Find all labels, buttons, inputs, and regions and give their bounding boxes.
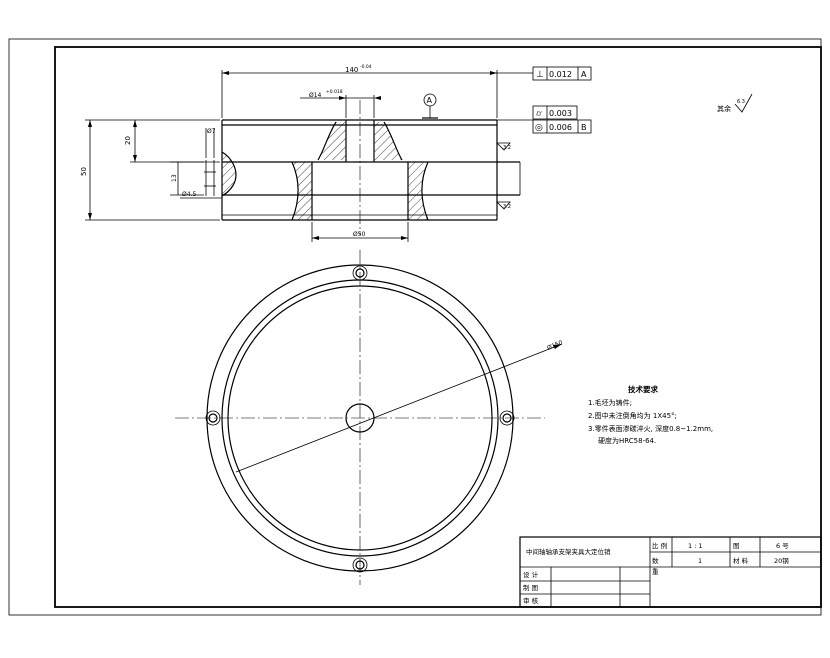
gdt-perp-value: 0.012: [549, 70, 572, 79]
svg-text:其余: 其余: [717, 104, 731, 113]
drawing-no-value: 6 号: [776, 542, 789, 550]
material-value: 20钢: [774, 557, 789, 565]
tech-item-2: 2.图中未注倒角均为 1X45°;: [588, 411, 677, 420]
gdt-conc-datum: B: [581, 123, 587, 132]
dim-thickness-top: 20: [124, 136, 132, 145]
scale-value: 1 : 1: [688, 542, 703, 550]
roughness-bore: 3.2: [503, 204, 511, 210]
gdt-flat-symbol: ⌭: [536, 109, 542, 118]
dim-pcd: Ø150: [546, 339, 564, 352]
plan-view: Ø150: [175, 250, 564, 585]
title-block: 中间轴轴承支架夹具大定位销 比 例 1 : 1 图 6 号 数 1 材 料 20…: [519, 536, 822, 608]
bolt-holes: [205, 265, 515, 573]
dim-bore-small-tol: +0.018: [326, 89, 343, 95]
scale-label: 比 例: [652, 541, 667, 550]
tech-requirements: 技术要求 1.毛坯为铸件; 2.图中未注倒角均为 1X45°; 3.零件表面渗碳…: [588, 384, 713, 445]
gdt-perp-datum: A: [581, 70, 587, 79]
datum-a-label: A: [427, 96, 433, 105]
tech-item-3: 3.零件表面渗碳淬火, 深度0.8~1.2mm,: [588, 424, 713, 433]
gdt-conc-value: 0.006: [549, 123, 572, 132]
roughness-rest: 其余 6.3: [717, 93, 753, 113]
gdt-flat-value: 0.003: [549, 109, 572, 118]
dim-groove-width: Ø7: [207, 128, 216, 135]
gdt-frames: ⊥ 0.012 A ⌭ 0.003 ◎ 0.006 B: [497, 66, 592, 134]
dim-overall-width: 140: [345, 66, 358, 74]
section-view: [204, 100, 521, 235]
dim-bore-small: Ø14: [309, 92, 322, 99]
quantity-label: 数: [652, 556, 659, 565]
dim-inner-bore: Ø50: [353, 231, 366, 238]
gdt-conc-symbol: ◎: [535, 123, 543, 133]
gdt-perp-symbol: ⊥: [536, 70, 544, 80]
dim-height-total: 50: [80, 167, 88, 176]
quantity-value: 1: [698, 557, 702, 565]
svg-text:6.3: 6.3: [737, 99, 745, 105]
material-label: 材 料: [733, 556, 749, 565]
dim-overall-width-tol: -0.04: [360, 64, 372, 70]
dim-groove-height: 13: [171, 174, 178, 182]
part-name: 中间轴轴承支架夹具大定位销: [526, 547, 611, 556]
drawing-no-label: 图: [733, 542, 740, 550]
drafter-label: 制 图: [523, 583, 538, 592]
reviewer-label: 审 核: [523, 596, 539, 605]
hatch-top-left: [318, 122, 346, 160]
tech-title: 技术要求: [628, 384, 658, 394]
dim-hole-dia: Ø4.5: [182, 191, 196, 198]
tech-item-1: 1.毛坯为铸件;: [588, 398, 632, 407]
hatch-top-right: [374, 122, 402, 160]
designer-label: 设 计: [523, 570, 539, 579]
section-dimensions: 140 -0.04 Ø14 +0.018 A 20 50 Ø7: [80, 64, 511, 242]
inner-border: [54, 46, 822, 608]
roughness-surface: 3.2: [503, 145, 511, 151]
tech-item-4: 硬度为HRC58-64.: [598, 436, 656, 445]
weight-label: 重: [652, 568, 659, 576]
